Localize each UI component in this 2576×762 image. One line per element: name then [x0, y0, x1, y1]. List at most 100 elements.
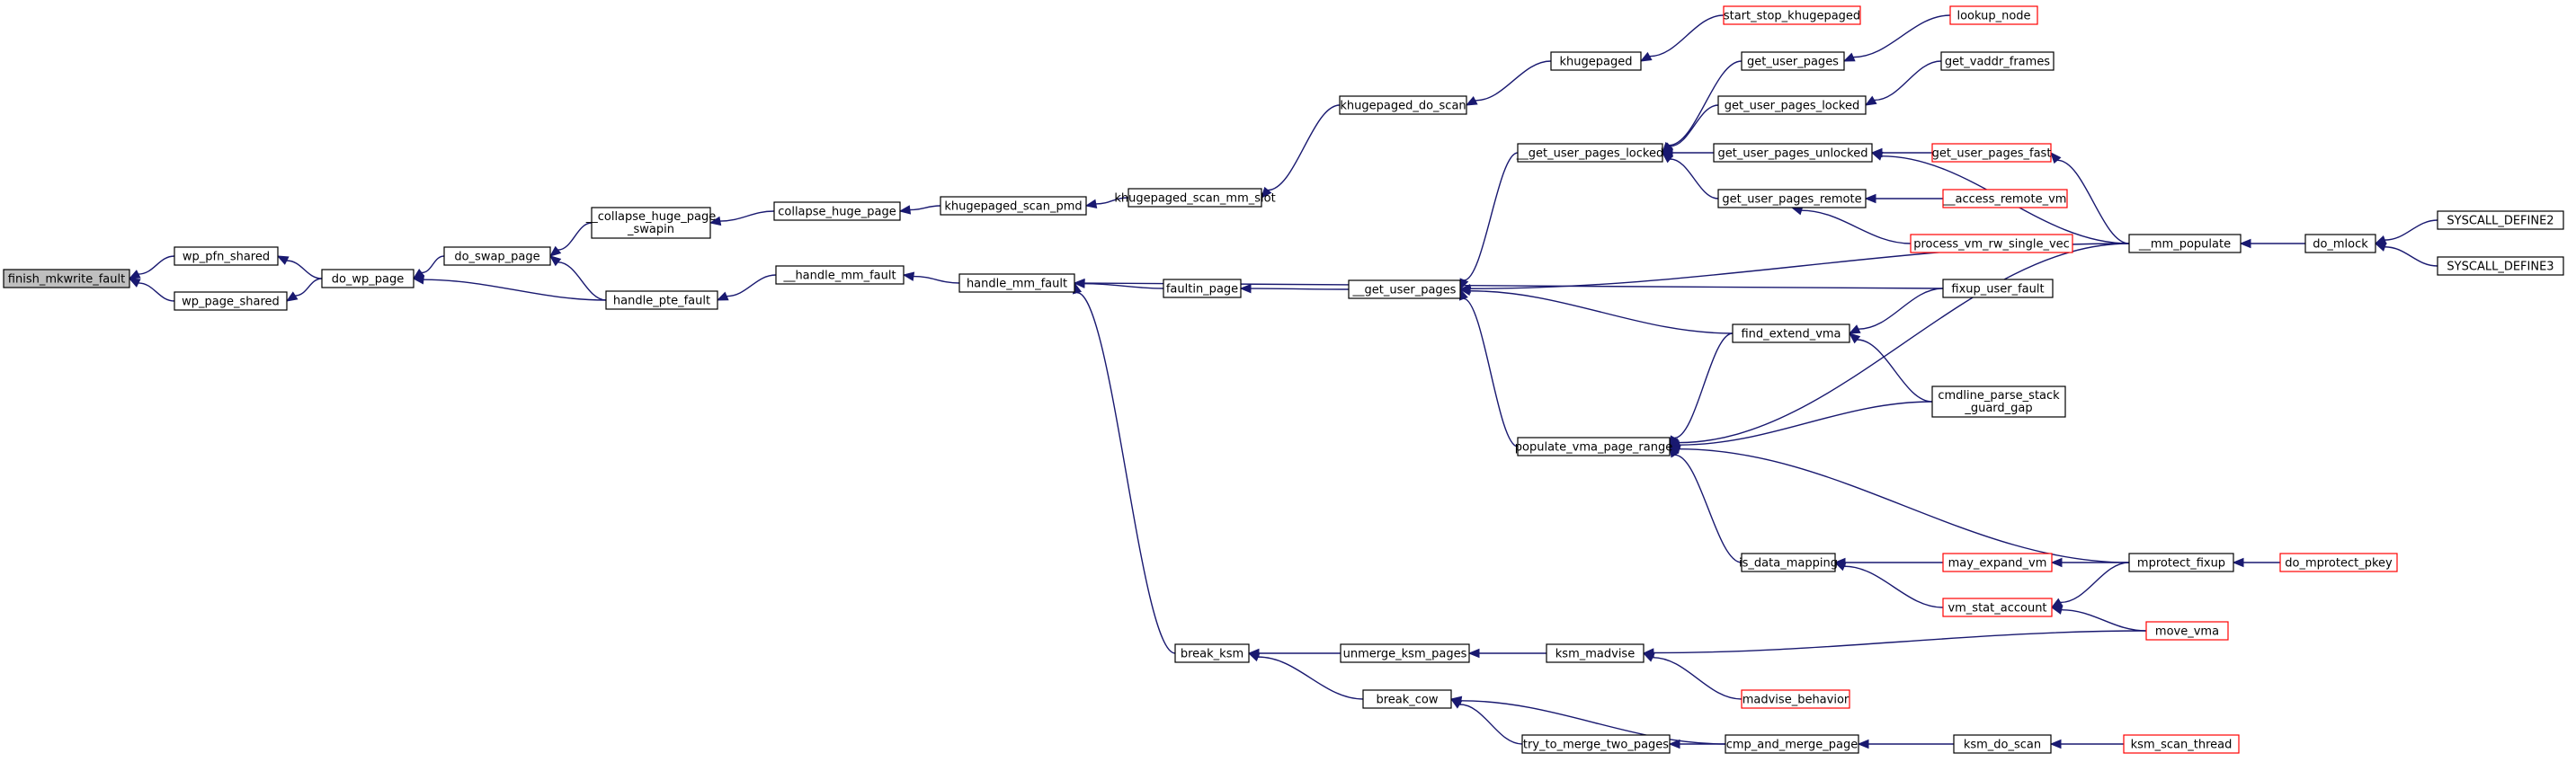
- node-get-user-pages-remote[interactable]: get_user_pages_remote: [1717, 189, 1867, 208]
- node-box[interactable]: [1741, 553, 1836, 572]
- node-ksm-scan-thread[interactable]: ksm_scan_thread: [2123, 734, 2240, 754]
- node-get-user-pages-unlocked[interactable]: get_user_pages_unlocked: [1713, 143, 1873, 163]
- node-get-vaddr-frames[interactable]: get_vaddr_frames: [1940, 51, 2055, 71]
- node-wp-pfn-shared[interactable]: wp_pfn_shared: [174, 246, 279, 266]
- node-box[interactable]: [1339, 95, 1467, 115]
- node-get-user-pages[interactable]: __get_user_pages: [1348, 279, 1461, 299]
- node-box[interactable]: [1942, 598, 2053, 617]
- node-box[interactable]: [443, 246, 551, 266]
- node-lookup-node[interactable]: lookup_node: [1949, 5, 2038, 25]
- node-box[interactable]: [1910, 234, 2073, 253]
- node-ksm-madvise[interactable]: ksm_madvise: [1546, 643, 1645, 663]
- node-finish-mkwrite-fault[interactable]: finish_mkwrite_fault: [3, 269, 130, 288]
- node-box[interactable]: [2123, 734, 2240, 754]
- node-ksm-do-scan[interactable]: ksm_do_scan: [1953, 734, 2052, 754]
- node-box[interactable]: [1717, 95, 1867, 115]
- node-box[interactable]: [1128, 188, 1262, 208]
- node-mprotect-fixup[interactable]: mprotect_fixup: [2128, 553, 2234, 572]
- node-box[interactable]: [1546, 643, 1645, 663]
- node-do-mprotect-pkey[interactable]: do_mprotect_pkey: [2279, 553, 2398, 572]
- node-cmdline-parse-stack -guard-gap[interactable]: cmdline_parse_stack_guard_gap: [1931, 385, 2066, 418]
- node-try-to-merge-two-pages[interactable]: try_to_merge_two_pages: [1521, 734, 1671, 754]
- node-syscall-define2[interactable]: SYSCALL_DEFINE2: [2437, 210, 2564, 230]
- node-box[interactable]: [940, 196, 1087, 216]
- node-box[interactable]: [2304, 234, 2376, 253]
- node-access-remote-vm[interactable]: __access_remote_vm: [1942, 189, 2068, 208]
- node-box[interactable]: [1732, 323, 1850, 343]
- node-box[interactable]: [775, 265, 905, 285]
- node-box[interactable]: [1942, 189, 2068, 208]
- node-get-user-pages-locked[interactable]: __get_user_pages_locked: [1516, 143, 1663, 163]
- node-box[interactable]: [2437, 256, 2564, 276]
- node-box[interactable]: [321, 269, 414, 288]
- node-break-cow[interactable]: break_cow: [1362, 689, 1452, 709]
- node-khugepaged-do-scan[interactable]: khugepaged_do_scan: [1339, 95, 1467, 115]
- node-collapse-huge-page[interactable]: collapse_huge_page: [773, 201, 901, 221]
- node-box[interactable]: [2279, 553, 2398, 572]
- node-box[interactable]: [1949, 5, 2038, 25]
- node-unmerge-ksm-pages[interactable]: unmerge_ksm_pages: [1340, 643, 1470, 663]
- node-box[interactable]: [1717, 189, 1867, 208]
- node-start-stop-khugepaged[interactable]: start_stop_khugepaged: [1723, 5, 1861, 25]
- node-box[interactable]: [1931, 143, 2052, 163]
- node-box[interactable]: [1521, 734, 1671, 754]
- node-box[interactable]: [1163, 279, 1242, 298]
- node-box[interactable]: [1725, 734, 1859, 754]
- node-mm-populate[interactable]: __mm_populate: [2128, 234, 2242, 253]
- node-populate-vma-page-range[interactable]: populate_vma_page_range: [1515, 437, 1672, 456]
- node-handle-pte-fault[interactable]: handle_pte_fault: [605, 290, 718, 310]
- node-move-vma[interactable]: move_vma: [2145, 621, 2229, 641]
- node-handle-mm-fault[interactable]: handle_mm_fault: [958, 273, 1075, 293]
- node-box[interactable]: [2128, 553, 2234, 572]
- node-khugepaged[interactable]: khugepaged: [1550, 51, 1642, 71]
- node-collapse-huge-page -swapin[interactable]: __collapse_huge_page_swapin: [585, 207, 717, 239]
- node-get-user-pages-fast[interactable]: get_user_pages_fast: [1931, 143, 2052, 163]
- node-box[interactable]: [1942, 553, 2053, 572]
- node-may-expand-vm[interactable]: may_expand_vm: [1942, 553, 2053, 572]
- node-box[interactable]: [1517, 437, 1671, 456]
- node-do-swap-page[interactable]: do_swap_page: [443, 246, 551, 266]
- node-box[interactable]: [1741, 51, 1845, 71]
- node-box[interactable]: [591, 207, 711, 239]
- node-break-ksm[interactable]: break_ksm: [1174, 643, 1250, 663]
- node-faultin-page[interactable]: faultin_page: [1163, 279, 1242, 298]
- node-box[interactable]: [1953, 734, 2052, 754]
- node-box[interactable]: [174, 291, 288, 311]
- node-box[interactable]: [1550, 51, 1642, 71]
- node-get-user-pages-locked[interactable]: get_user_pages_locked: [1717, 95, 1867, 115]
- node-khugepaged-scan-pmd[interactable]: khugepaged_scan_pmd: [940, 196, 1087, 216]
- node-box[interactable]: [1723, 5, 1861, 25]
- node-box[interactable]: [2145, 621, 2229, 641]
- node-box[interactable]: [1942, 279, 2054, 298]
- node-box[interactable]: [1713, 143, 1873, 163]
- node-box[interactable]: [1940, 51, 2055, 71]
- node-process-vm-rw-single-vec[interactable]: process_vm_rw_single_vec: [1910, 234, 2073, 253]
- node-box[interactable]: [1931, 385, 2066, 418]
- node-box[interactable]: [958, 273, 1075, 293]
- node-find-extend-vma[interactable]: find_extend_vma: [1732, 323, 1850, 343]
- node-box[interactable]: [773, 201, 901, 221]
- node-wp-page-shared[interactable]: wp_page_shared: [174, 291, 288, 311]
- node-handle-mm-fault[interactable]: __handle_mm_fault: [775, 265, 905, 285]
- node-box[interactable]: [2437, 210, 2564, 230]
- node-box[interactable]: [174, 246, 279, 266]
- node-box[interactable]: [1741, 689, 1850, 709]
- node-box[interactable]: [1174, 643, 1250, 663]
- node-khugepaged-scan-mm-slot[interactable]: khugepaged_scan_mm_slot: [1114, 188, 1276, 208]
- node-do-mlock[interactable]: do_mlock: [2304, 234, 2376, 253]
- node-box[interactable]: [605, 290, 718, 310]
- node-box[interactable]: [1362, 689, 1452, 709]
- node-box[interactable]: [1517, 143, 1663, 163]
- node-box[interactable]: [1340, 643, 1470, 663]
- node-is-data-mapping[interactable]: is_data_mapping: [1739, 553, 1838, 572]
- node-madvise-behavior[interactable]: madvise_behavior: [1741, 689, 1850, 709]
- node-box[interactable]: [3, 269, 130, 288]
- node-cmp-and-merge-page[interactable]: cmp_and_merge_page: [1725, 734, 1859, 754]
- node-get-user-pages[interactable]: get_user_pages: [1741, 51, 1845, 71]
- node-syscall-define3[interactable]: SYSCALL_DEFINE3: [2437, 256, 2564, 276]
- node-box[interactable]: [2128, 234, 2242, 253]
- node-do-wp-page[interactable]: do_wp_page: [321, 269, 414, 288]
- node-fixup-user-fault[interactable]: fixup_user_fault: [1942, 279, 2054, 298]
- node-vm-stat-account[interactable]: vm_stat_account: [1942, 598, 2053, 617]
- node-box[interactable]: [1348, 279, 1461, 299]
